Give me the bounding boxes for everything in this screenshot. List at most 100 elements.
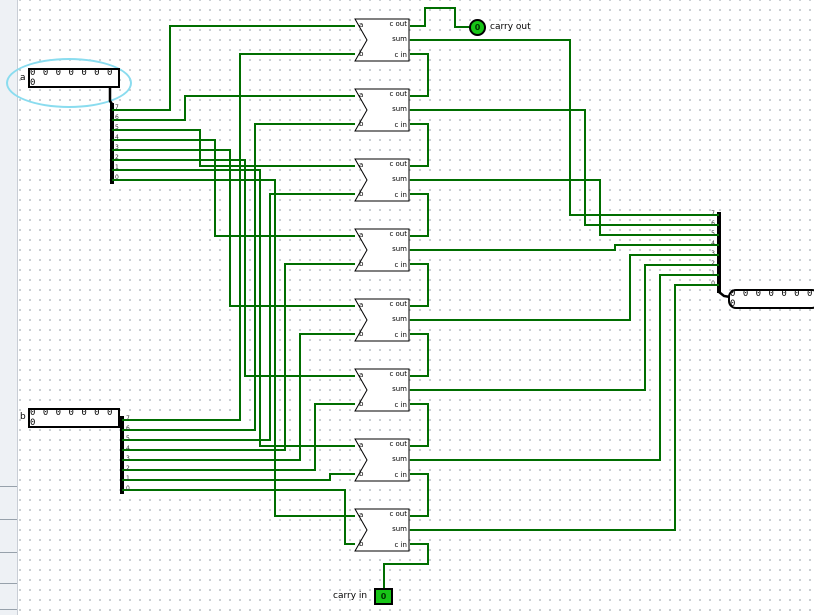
panel-divider: [0, 583, 17, 584]
panel-divider: [0, 486, 17, 487]
bit-label: 2: [711, 260, 715, 267]
wire-sum-bit7[interactable]: [410, 39, 719, 216]
wire-a-bit3[interactable]: [112, 149, 355, 307]
wire-b-bit1[interactable]: [122, 473, 355, 481]
wire-sum-bit5[interactable]: [410, 179, 719, 236]
adder-port-cin: c in: [394, 471, 407, 479]
bit-label: 5: [126, 435, 130, 442]
bit-label: 3: [115, 144, 119, 151]
adder-shape: [354, 438, 410, 482]
wire-carry-0to1[interactable]: [410, 473, 429, 517]
bit-label: 0: [711, 280, 715, 287]
adder-shape: [354, 88, 410, 132]
bit-label: 5: [115, 124, 119, 131]
wire-carry-2to3[interactable]: [410, 333, 429, 377]
full-adder-bit3[interactable]: a b c out sum c in: [354, 298, 410, 342]
selection-halo: [6, 58, 132, 108]
full-adder-bit2[interactable]: a b c out sum c in: [354, 368, 410, 412]
full-adder-bit4[interactable]: a b c out sum c in: [354, 228, 410, 272]
wire-sum-bit6[interactable]: [410, 109, 719, 226]
bit-label: 0: [126, 485, 130, 492]
wire-sum-bit2[interactable]: [410, 264, 719, 391]
full-adder-bit5[interactable]: a b c out sum c in: [354, 158, 410, 202]
pin-result-value: 0 0 0 0 0 0 0 0: [730, 289, 814, 309]
wire-a-bit4[interactable]: [112, 139, 355, 237]
adder-port-a: a: [359, 21, 364, 29]
wire-carry-6to7[interactable]: [410, 53, 429, 97]
adder-port-cout: c out: [389, 370, 407, 378]
wire-b-bit6[interactable]: [122, 123, 355, 431]
bit-label: 5: [711, 230, 715, 237]
adder-port-cin: c in: [394, 261, 407, 269]
wire-b-bit7[interactable]: [122, 53, 355, 421]
wire-carry-3to4[interactable]: [410, 263, 429, 307]
adder-shape: [354, 228, 410, 272]
adder-port-b: b: [359, 540, 364, 548]
adder-port-b: b: [359, 330, 364, 338]
full-adder-bit1[interactable]: a b c out sum c in: [354, 438, 410, 482]
adder-shape: [354, 158, 410, 202]
wire-sum-bit3[interactable]: [410, 254, 719, 321]
bit-label: 7: [126, 415, 130, 422]
adder-port-b: b: [359, 260, 364, 268]
adder-port-cin: c in: [394, 331, 407, 339]
adder-port-sum: sum: [392, 105, 407, 113]
carry-in-value: 0: [380, 592, 387, 601]
carry-in-pin[interactable]: 0: [374, 588, 393, 605]
bit-label: 6: [115, 114, 119, 121]
wire-carry-out[interactable]: [410, 7, 469, 28]
wire-b-bit0[interactable]: [122, 489, 355, 545]
wire-b-bit5[interactable]: [122, 193, 355, 441]
wire-carry-in[interactable]: [383, 543, 429, 588]
full-adder-bit6[interactable]: a b c out sum c in: [354, 88, 410, 132]
bus-a[interactable]: [108, 86, 114, 105]
bit-label: 4: [711, 240, 715, 247]
input-pin-b[interactable]: 0 0 0 0 0 0 0 0: [28, 408, 120, 428]
wire-carry-5to6[interactable]: [410, 123, 429, 167]
wire-sum-bit4[interactable]: [410, 244, 719, 251]
bit-label: 4: [115, 134, 119, 141]
adder-port-a: a: [359, 511, 364, 519]
adder-port-a: a: [359, 91, 364, 99]
full-adder-bit7[interactable]: a b c out sum c in: [354, 18, 410, 62]
panel-divider: [0, 519, 17, 520]
wire-a-bit7[interactable]: [112, 25, 355, 111]
adder-port-sum: sum: [392, 35, 407, 43]
wire-a-bit1[interactable]: [112, 169, 355, 447]
adder-port-cout: c out: [389, 440, 407, 448]
output-pin-result[interactable]: 0 0 0 0 0 0 0 0: [728, 289, 814, 309]
wire-carry-1to2[interactable]: [410, 403, 429, 447]
wire-a-bit5[interactable]: [112, 129, 355, 167]
wire-a-bit0[interactable]: [112, 179, 355, 517]
adder-port-cout: c out: [389, 90, 407, 98]
adder-port-cout: c out: [389, 230, 407, 238]
wire-b-bit2[interactable]: [122, 403, 355, 471]
adder-port-cout: c out: [389, 510, 407, 518]
wire-b-bit4[interactable]: [122, 263, 355, 451]
bit-label: 2: [126, 465, 130, 472]
panel-divider: [0, 609, 17, 610]
wire-b-bit3[interactable]: [122, 333, 355, 461]
wire-sum-bit1[interactable]: [410, 274, 719, 461]
wire-a-bit6[interactable]: [112, 95, 355, 121]
wire-a-bit2[interactable]: [112, 159, 355, 377]
left-panel-edge: [0, 0, 18, 615]
bit-label: 4: [126, 445, 130, 452]
carry-in-label: carry in: [333, 591, 368, 601]
carry-out-pin[interactable]: 0: [469, 19, 486, 36]
wire-carry-4to5[interactable]: [410, 193, 429, 237]
adder-port-cin: c in: [394, 51, 407, 59]
full-adder-bit0[interactable]: a b c out sum c in: [354, 508, 410, 552]
input-pin-a[interactable]: 0 0 0 0 0 0 0 0: [28, 68, 120, 88]
pin-b-label: b: [20, 412, 26, 422]
adder-port-b: b: [359, 190, 364, 198]
bit-label: 1: [115, 164, 119, 171]
carry-out-label: carry out: [490, 22, 531, 32]
bit-label: 6: [711, 220, 715, 227]
adder-shape: [354, 18, 410, 62]
wire-sum-bit0[interactable]: [410, 284, 719, 531]
